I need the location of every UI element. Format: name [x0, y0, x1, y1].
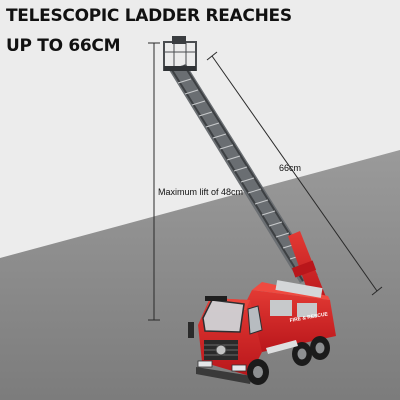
vertical-measurement-label: Maximum lift of 48cm	[158, 187, 244, 197]
headline-line-2: UP TO 66CM	[6, 36, 121, 56]
headline-line-1: TELESCOPIC LADDER REACHES	[6, 6, 292, 26]
fire-truck	[188, 280, 336, 385]
vertical-measurement-line	[148, 42, 160, 321]
diagonal-measurement-label: 66cm	[279, 163, 302, 173]
telescopic-ladder	[169, 64, 326, 303]
diagonal-measurement-line	[206, 51, 383, 296]
ladder-basket	[163, 36, 197, 71]
